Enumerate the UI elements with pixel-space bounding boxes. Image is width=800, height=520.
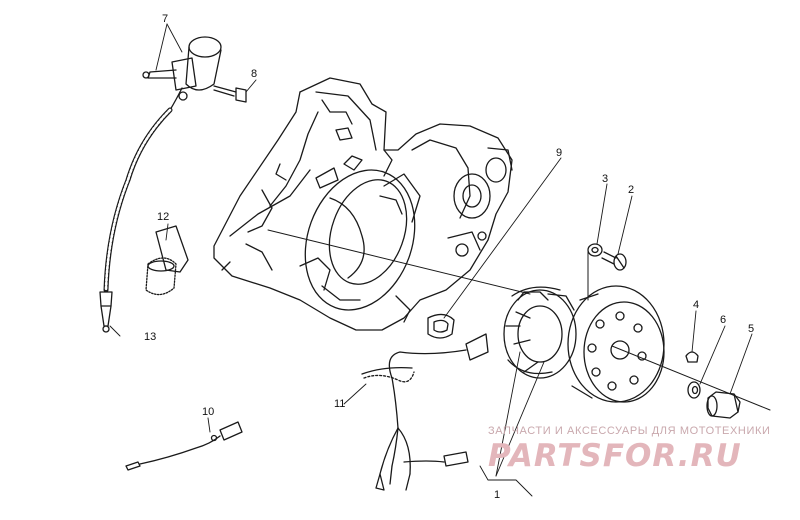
- callout-11: 11: [334, 398, 345, 410]
- leader-lines: [109, 23, 753, 497]
- grommet: [427, 313, 455, 339]
- stator-washer: [587, 243, 603, 257]
- callout-1: 1: [494, 489, 500, 501]
- ignition-coil: [142, 36, 222, 111]
- ht-lead: [99, 107, 173, 333]
- callout-9: 9: [556, 147, 562, 159]
- callout-3: 3: [602, 173, 608, 185]
- stator: [503, 286, 577, 379]
- callout-13: 13: [144, 331, 156, 343]
- spark-plug-cap: [145, 225, 189, 296]
- watermark-tagline: ЗАПЧАСТИ И АКСЕССУАРЫ ДЛЯ МОТОТЕХНИКИ: [488, 425, 771, 437]
- callout-5: 5: [748, 323, 754, 335]
- stator-screw: [601, 251, 627, 271]
- callout-7: 7: [162, 13, 168, 25]
- coil-bolt: [213, 85, 247, 103]
- callout-4: 4: [693, 299, 699, 311]
- flywheel-washer: [687, 381, 701, 399]
- callout-10: 10: [202, 406, 214, 418]
- callout-6: 6: [720, 314, 726, 326]
- crankcase: [213, 77, 513, 331]
- flywheel: [567, 285, 665, 403]
- callout-12: 12: [157, 211, 169, 223]
- flywheel-nut: [706, 391, 741, 419]
- watermark-logo: PARTSFOR.RU: [488, 438, 742, 474]
- callout-8: 8: [251, 68, 257, 80]
- sensor-cable: [125, 421, 243, 471]
- assembly-axis: [267, 229, 771, 411]
- callout-2: 2: [628, 184, 634, 196]
- wiring-harness: [361, 333, 489, 491]
- woodruff-key: [685, 351, 699, 363]
